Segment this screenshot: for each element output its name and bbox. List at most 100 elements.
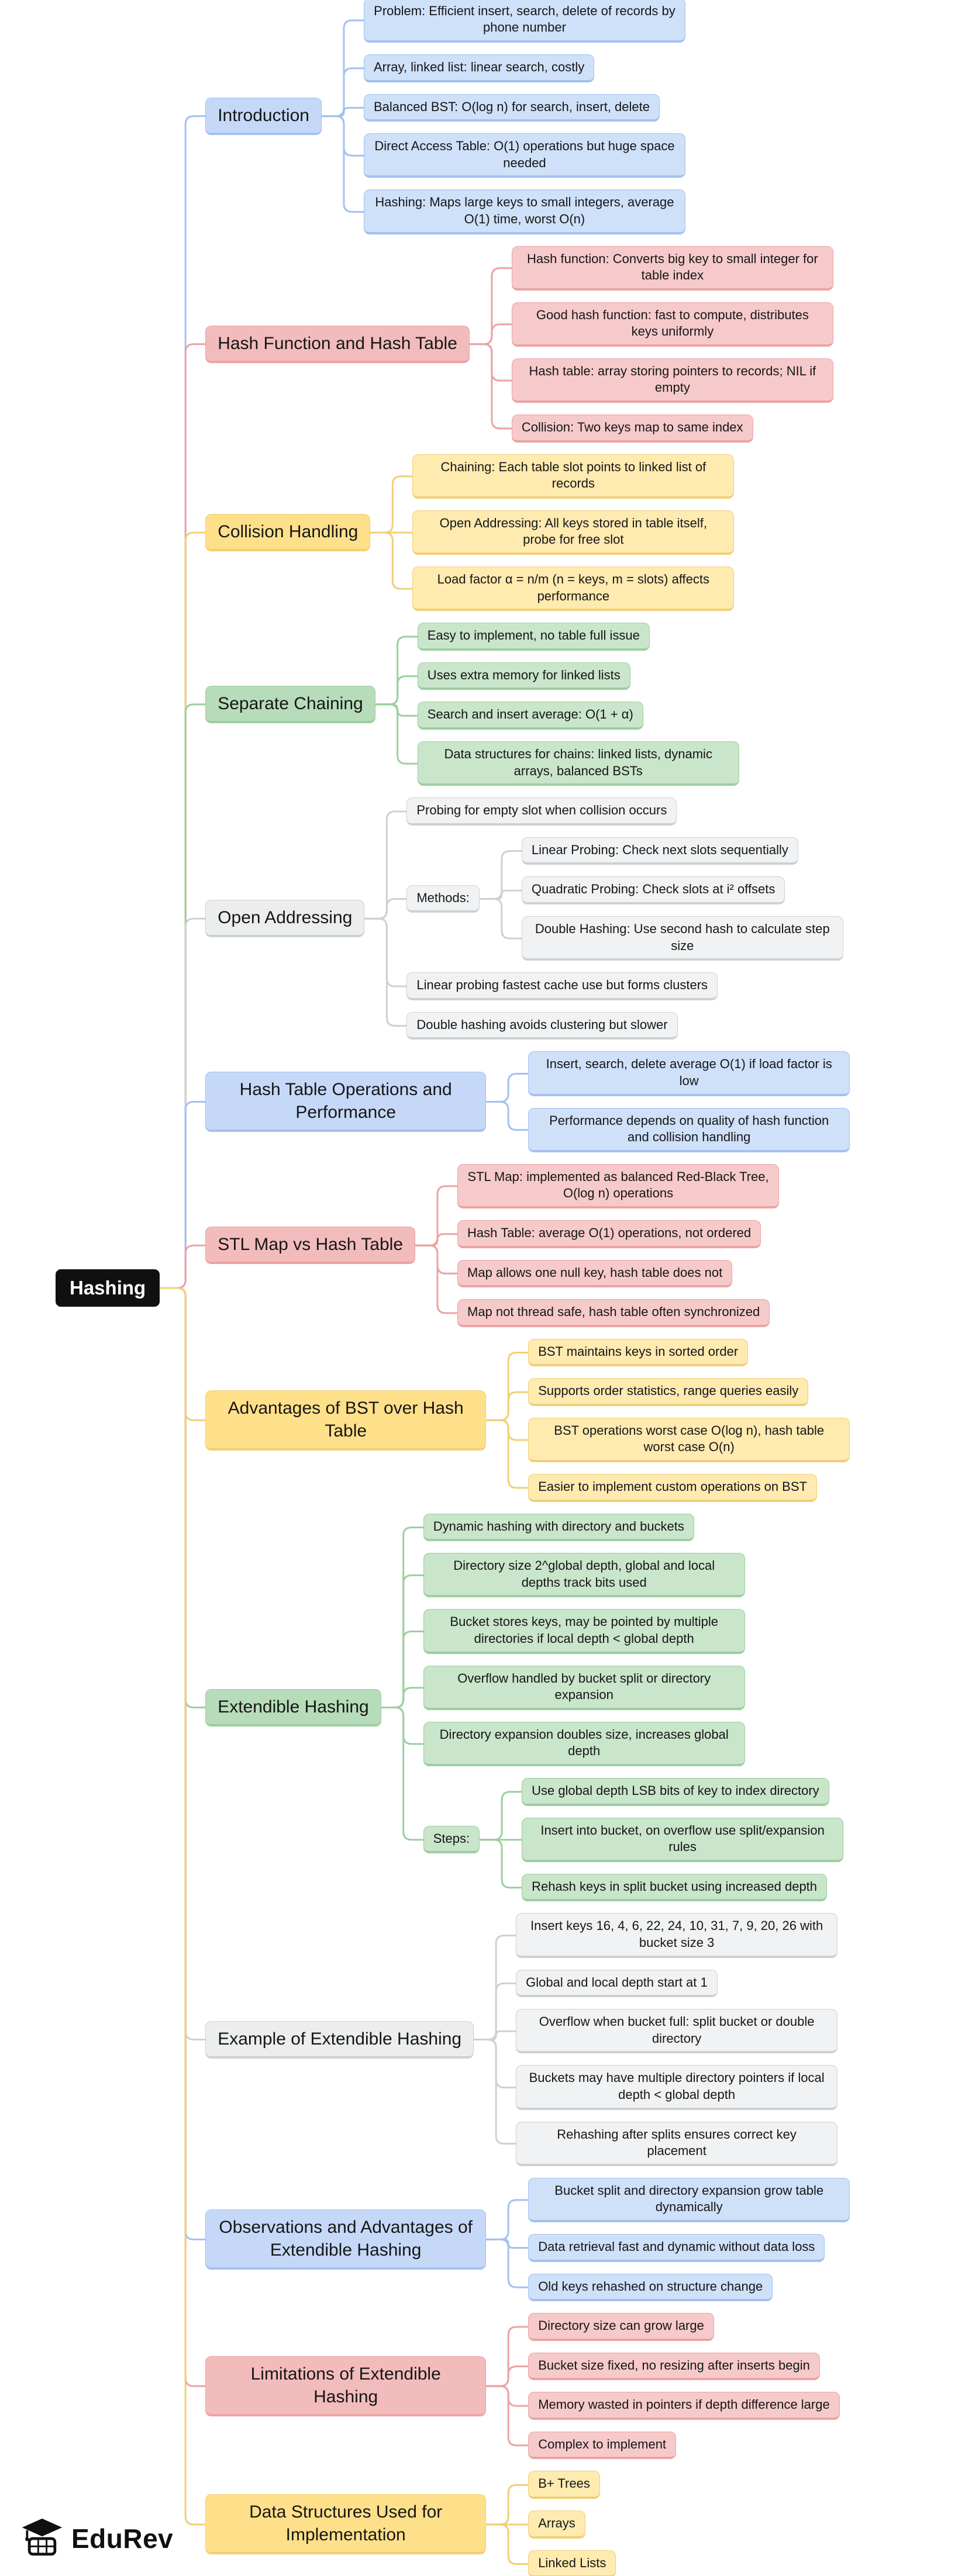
subtopic: Old keys rehashed on structure change — [528, 2273, 850, 2302]
topic-node: Memory wasted in pointers if depth diffe… — [528, 2392, 840, 2420]
topic-node: B+ Trees — [528, 2471, 600, 2499]
topic-node: Old keys rehashed on structure change — [528, 2273, 773, 2302]
topic-node: Easy to implement, no table full issue — [417, 623, 650, 651]
topic-node: BST operations worst case O(log n), hash… — [528, 1417, 850, 1463]
branch-title-node: Limitations of Extendible Hashing — [205, 2356, 487, 2416]
subtopic: Overflow when bucket full: split bucket … — [516, 2009, 838, 2054]
topic-node: Linked Lists — [528, 2550, 616, 2576]
branch-title-node: Observations and Advantages of Extendibl… — [205, 2209, 487, 2270]
branch: Hash Table Operations and Performance Ins… — [205, 1051, 850, 1152]
subtopic: Data retrieval fast and dynamic without … — [528, 2233, 850, 2262]
topic-node: Dynamic hashing with directory and bucke… — [423, 1513, 694, 1542]
topic-node: Rehashing after splits ensures correct k… — [516, 2121, 838, 2166]
subtopic: Rehashing after splits ensures correct k… — [516, 2121, 838, 2166]
subtopic: Bucket split and directory expansion gro… — [528, 2177, 850, 2222]
subtopic: Linked Lists — [528, 2550, 616, 2576]
subtopic: Hash function: Converts big key to small… — [511, 246, 833, 291]
topic-node: Arrays — [528, 2511, 585, 2539]
topic-node: Directory size 2^global depth, global an… — [423, 1553, 745, 1598]
subtopic: Linear Probing: Check next slots sequent… — [521, 837, 843, 865]
subtopic: Good hash function: fast to compute, dis… — [511, 302, 833, 347]
topic-node: Data retrieval fast and dynamic without … — [528, 2233, 825, 2262]
branch: Limitations of Extendible Hashing Directo… — [205, 2313, 850, 2460]
topic-node: Hashing: Maps large keys to small intege… — [363, 189, 685, 234]
topic-node: Directory expansion doubles size, increa… — [423, 1721, 745, 1766]
topic-node: Chaining: Each table slot points to link… — [412, 454, 735, 499]
subtopic: Easier to implement custom operations on… — [528, 1474, 850, 1502]
topic-node: Bucket size fixed, no resizing after ins… — [528, 2352, 820, 2381]
topic-node: Bucket split and directory expansion gro… — [528, 2177, 850, 2222]
topic-node: BST maintains keys in sorted order — [528, 1338, 749, 1367]
branch: Extendible Hashing Dynamic hashing with d… — [205, 1513, 850, 1902]
children-column: STL Map: implemented as balanced Red-Bla… — [457, 1163, 780, 1327]
topic-node: Balanced BST: O(log n) for search, inser… — [363, 94, 660, 122]
subtopic: Map not thread safe, hash table often sy… — [457, 1299, 779, 1327]
subtopic: Dynamic hashing with directory and bucke… — [423, 1513, 843, 1542]
children-column: Insert, search, delete average O(1) if l… — [528, 1051, 850, 1152]
subtopic: STL Map: implemented as balanced Red-Bla… — [457, 1163, 780, 1208]
children-column: Chaining: Each table slot points to link… — [412, 454, 735, 612]
topic-node: Global and local depth start at 1 — [516, 1969, 718, 1998]
children-column: Insert keys 16, 4, 6, 22, 24, 10, 31, 7,… — [516, 1913, 838, 2166]
topic-node: Use global depth LSB bits of key to inde… — [522, 1778, 829, 1806]
subtopic: Problem: Efficient insert, search, delet… — [363, 0, 685, 43]
topic-node: Methods: — [406, 885, 480, 913]
edurev-logo: EduRev — [20, 2516, 173, 2561]
subtopic: Bucket stores keys, may be pointed by mu… — [423, 1609, 843, 1654]
branch-title-node: Extendible Hashing — [205, 1688, 381, 1726]
subtopic: Directory size can grow large — [528, 2313, 840, 2341]
branch: Open Addressing Probing for empty slot wh… — [205, 797, 850, 1040]
topic-node: Hash Table: average O(1) operations, not… — [457, 1220, 761, 1248]
subtopic: Quadratic Probing: Check slots at i² off… — [521, 876, 843, 904]
subtopic: Probing for empty slot when collision oc… — [406, 797, 843, 826]
subtopic: Double Hashing: Use second hash to calcu… — [521, 916, 843, 961]
subtopic: Methods: Linear Probing: Check next slots… — [406, 837, 843, 961]
topic-node: Search and insert average: O(1 + α) — [417, 702, 643, 730]
topic-node: Complex to implement — [528, 2431, 677, 2460]
subtopic: Linear probing fastest cache use but for… — [406, 972, 843, 1000]
topic-node: Buckets may have multiple directory poin… — [516, 2065, 838, 2110]
topic-node: Double hashing avoids clustering but slo… — [406, 1011, 678, 1040]
topic-node: Quadratic Probing: Check slots at i² off… — [521, 876, 785, 904]
branch-title-node: Data Structures Used for Implementation — [205, 2494, 487, 2555]
topic-node: Problem: Efficient insert, search, delet… — [363, 0, 685, 43]
topic-node: Insert into bucket, on overflow use spli… — [522, 1817, 844, 1862]
subtopic: Array, linked list: linear search, costl… — [363, 54, 685, 82]
topic-node: Overflow handled by bucket split or dire… — [423, 1665, 745, 1710]
root-node: Hashing — [56, 1269, 160, 1307]
subtopic: Double hashing avoids clustering but slo… — [406, 1011, 843, 1040]
subtopic: Performance depends on quality of hash f… — [528, 1107, 850, 1152]
branch-title-node: Hash Table Operations and Performance — [205, 1072, 487, 1132]
subtopic: BST maintains keys in sorted order — [528, 1338, 850, 1367]
topic-node: Good hash function: fast to compute, dis… — [511, 302, 833, 347]
subtopic: Uses extra memory for linked lists — [417, 662, 739, 690]
branch-title-node: Open Addressing — [205, 900, 365, 938]
subtopic: BST operations worst case O(log n), hash… — [528, 1417, 850, 1463]
topic-node: Supports order statistics, range queries… — [528, 1378, 809, 1406]
subtopic: Insert, search, delete average O(1) if l… — [528, 1051, 850, 1096]
children-column: Use global depth LSB bits of key to inde… — [522, 1778, 844, 1902]
topic-node: Load factor α = n/m (n = keys, m = slots… — [412, 567, 735, 612]
subtopic: Buckets may have multiple directory poin… — [516, 2065, 838, 2110]
topic-node: Linear probing fastest cache use but for… — [406, 972, 718, 1000]
subtopic: Collision: Two keys map to same index — [511, 415, 833, 443]
subtopic: Balanced BST: O(log n) for search, inser… — [363, 94, 685, 122]
subtopic: Insert keys 16, 4, 6, 22, 24, 10, 31, 7,… — [516, 1913, 838, 1958]
topic-node: Directory size can grow large — [528, 2313, 714, 2341]
edurev-logo-text: EduRev — [71, 2523, 174, 2554]
branch: Observations and Advantages of Extendibl… — [205, 2177, 850, 2302]
subtopic: Directory expansion doubles size, increa… — [423, 1721, 843, 1766]
subtopic: Steps:Use global depth LSB bits of key t… — [423, 1778, 844, 1902]
branch: Data Structures Used for Implementation B… — [205, 2471, 850, 2576]
subtopic: Memory wasted in pointers if depth diffe… — [528, 2392, 840, 2420]
topic-node: Data structures for chains: linked lists… — [417, 741, 739, 786]
